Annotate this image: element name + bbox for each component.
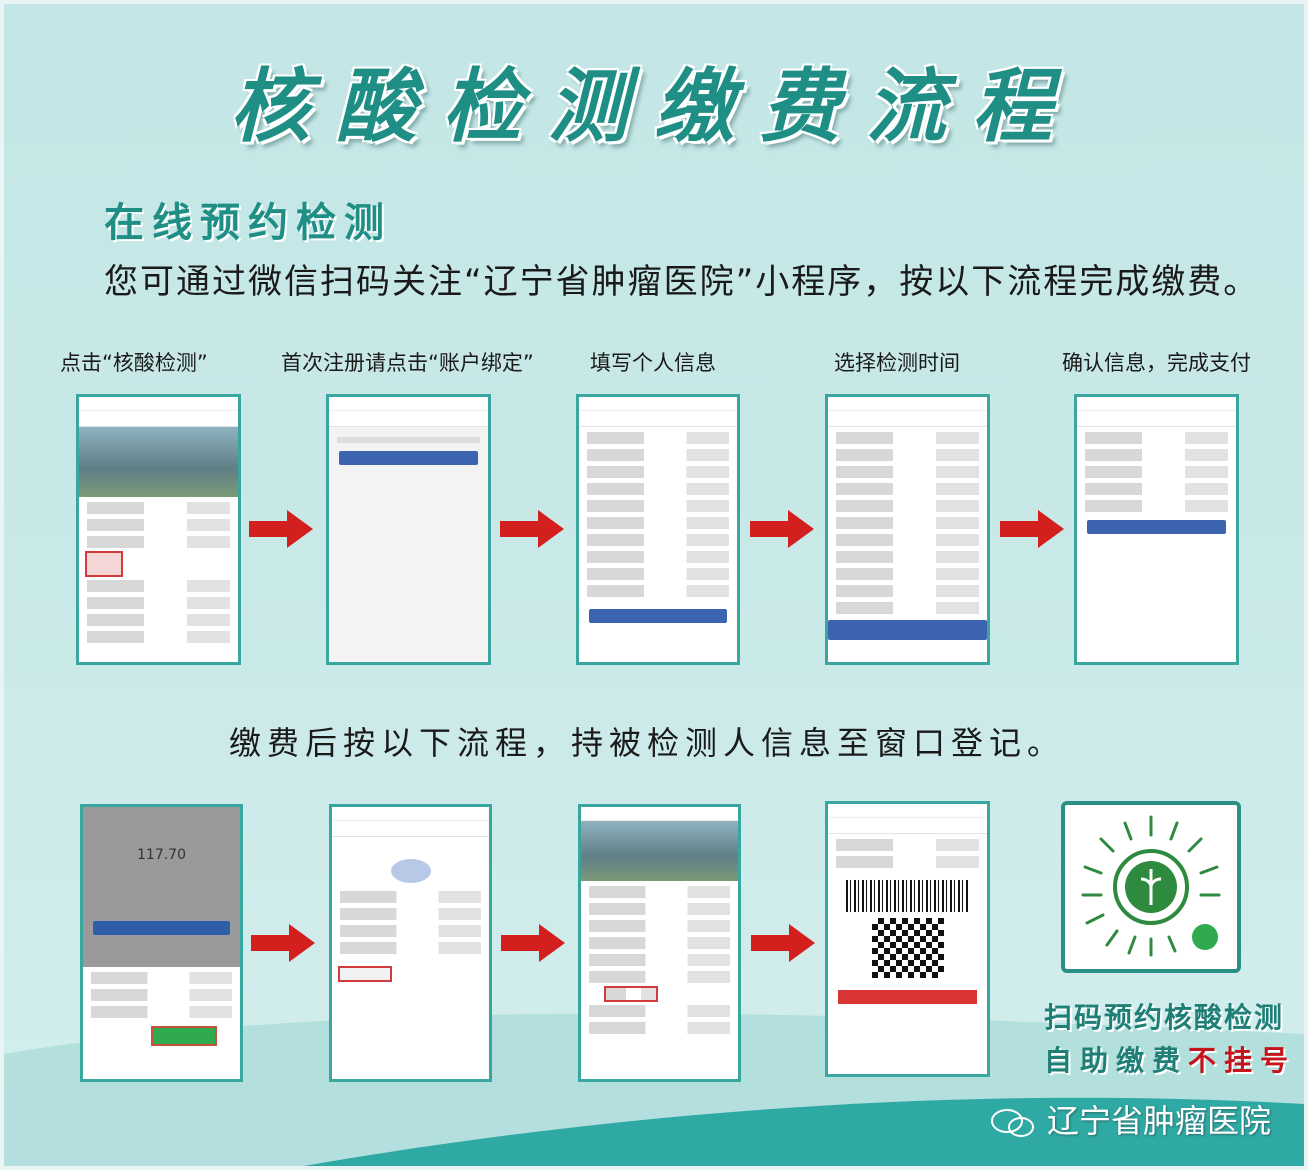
step-label-2: 首次注册请点击“账户绑定” xyxy=(281,351,534,375)
phone-screenshot-barcode xyxy=(825,801,990,1077)
mini-program-code-icon xyxy=(1081,815,1221,957)
arrow-right-icon xyxy=(249,510,313,548)
phone-screenshot-record xyxy=(329,804,492,1082)
arrow-right-icon xyxy=(1000,510,1064,548)
step-label-4: 选择检测时间 xyxy=(834,351,960,375)
wechat-icon xyxy=(989,1108,1037,1138)
phone-screenshot-payment: 117.70 xyxy=(80,804,243,1082)
qr-caption-line2: 自助缴费不挂号 xyxy=(1044,1039,1296,1079)
mini-program-code[interactable] xyxy=(1061,801,1241,973)
arrow-right-icon xyxy=(251,924,315,962)
phone-screenshot-confirm xyxy=(1074,394,1239,665)
payment-amount: 117.70 xyxy=(137,847,186,863)
poster-title: 核酸检测缴费流程 xyxy=(230,60,1078,153)
phone-screenshot-home xyxy=(76,394,241,665)
barcode xyxy=(846,880,969,912)
step-label-1: 点击“核酸检测” xyxy=(60,351,208,375)
intro-text: 您可通过微信扫码关注“辽宁省肿瘤医院”小程序，按以下流程完成缴费。 xyxy=(104,262,1260,302)
arrow-right-icon xyxy=(500,510,564,548)
arrow-right-icon xyxy=(750,510,814,548)
qr-code xyxy=(871,918,944,978)
qr-caption-self-pay: 自助缴费 xyxy=(1044,1044,1189,1077)
phone-screenshot-bind xyxy=(326,394,491,665)
qr-caption-no-registration: 不挂号 xyxy=(1188,1044,1297,1077)
step-label-3: 填写个人信息 xyxy=(590,351,716,375)
footer-account: 辽宁省肿瘤医院 xyxy=(989,1096,1271,1142)
middle-instruction: 缴费后按以下流程，持被检测人信息至窗口登记。 xyxy=(229,724,1066,762)
section-title: 在线预约检测 xyxy=(104,200,392,246)
qr-caption-line1: 扫码预约核酸检测 xyxy=(1044,1001,1285,1034)
arrow-right-icon xyxy=(501,924,565,962)
arrow-right-icon xyxy=(751,924,815,962)
phone-screenshot-info xyxy=(576,394,740,665)
phone-screenshot-time xyxy=(825,394,990,665)
footer-account-name: 辽宁省肿瘤医院 xyxy=(1047,1102,1272,1140)
step-label-5: 确认信息，完成支付 xyxy=(1062,351,1251,375)
phone-screenshot-home-2 xyxy=(578,804,741,1082)
